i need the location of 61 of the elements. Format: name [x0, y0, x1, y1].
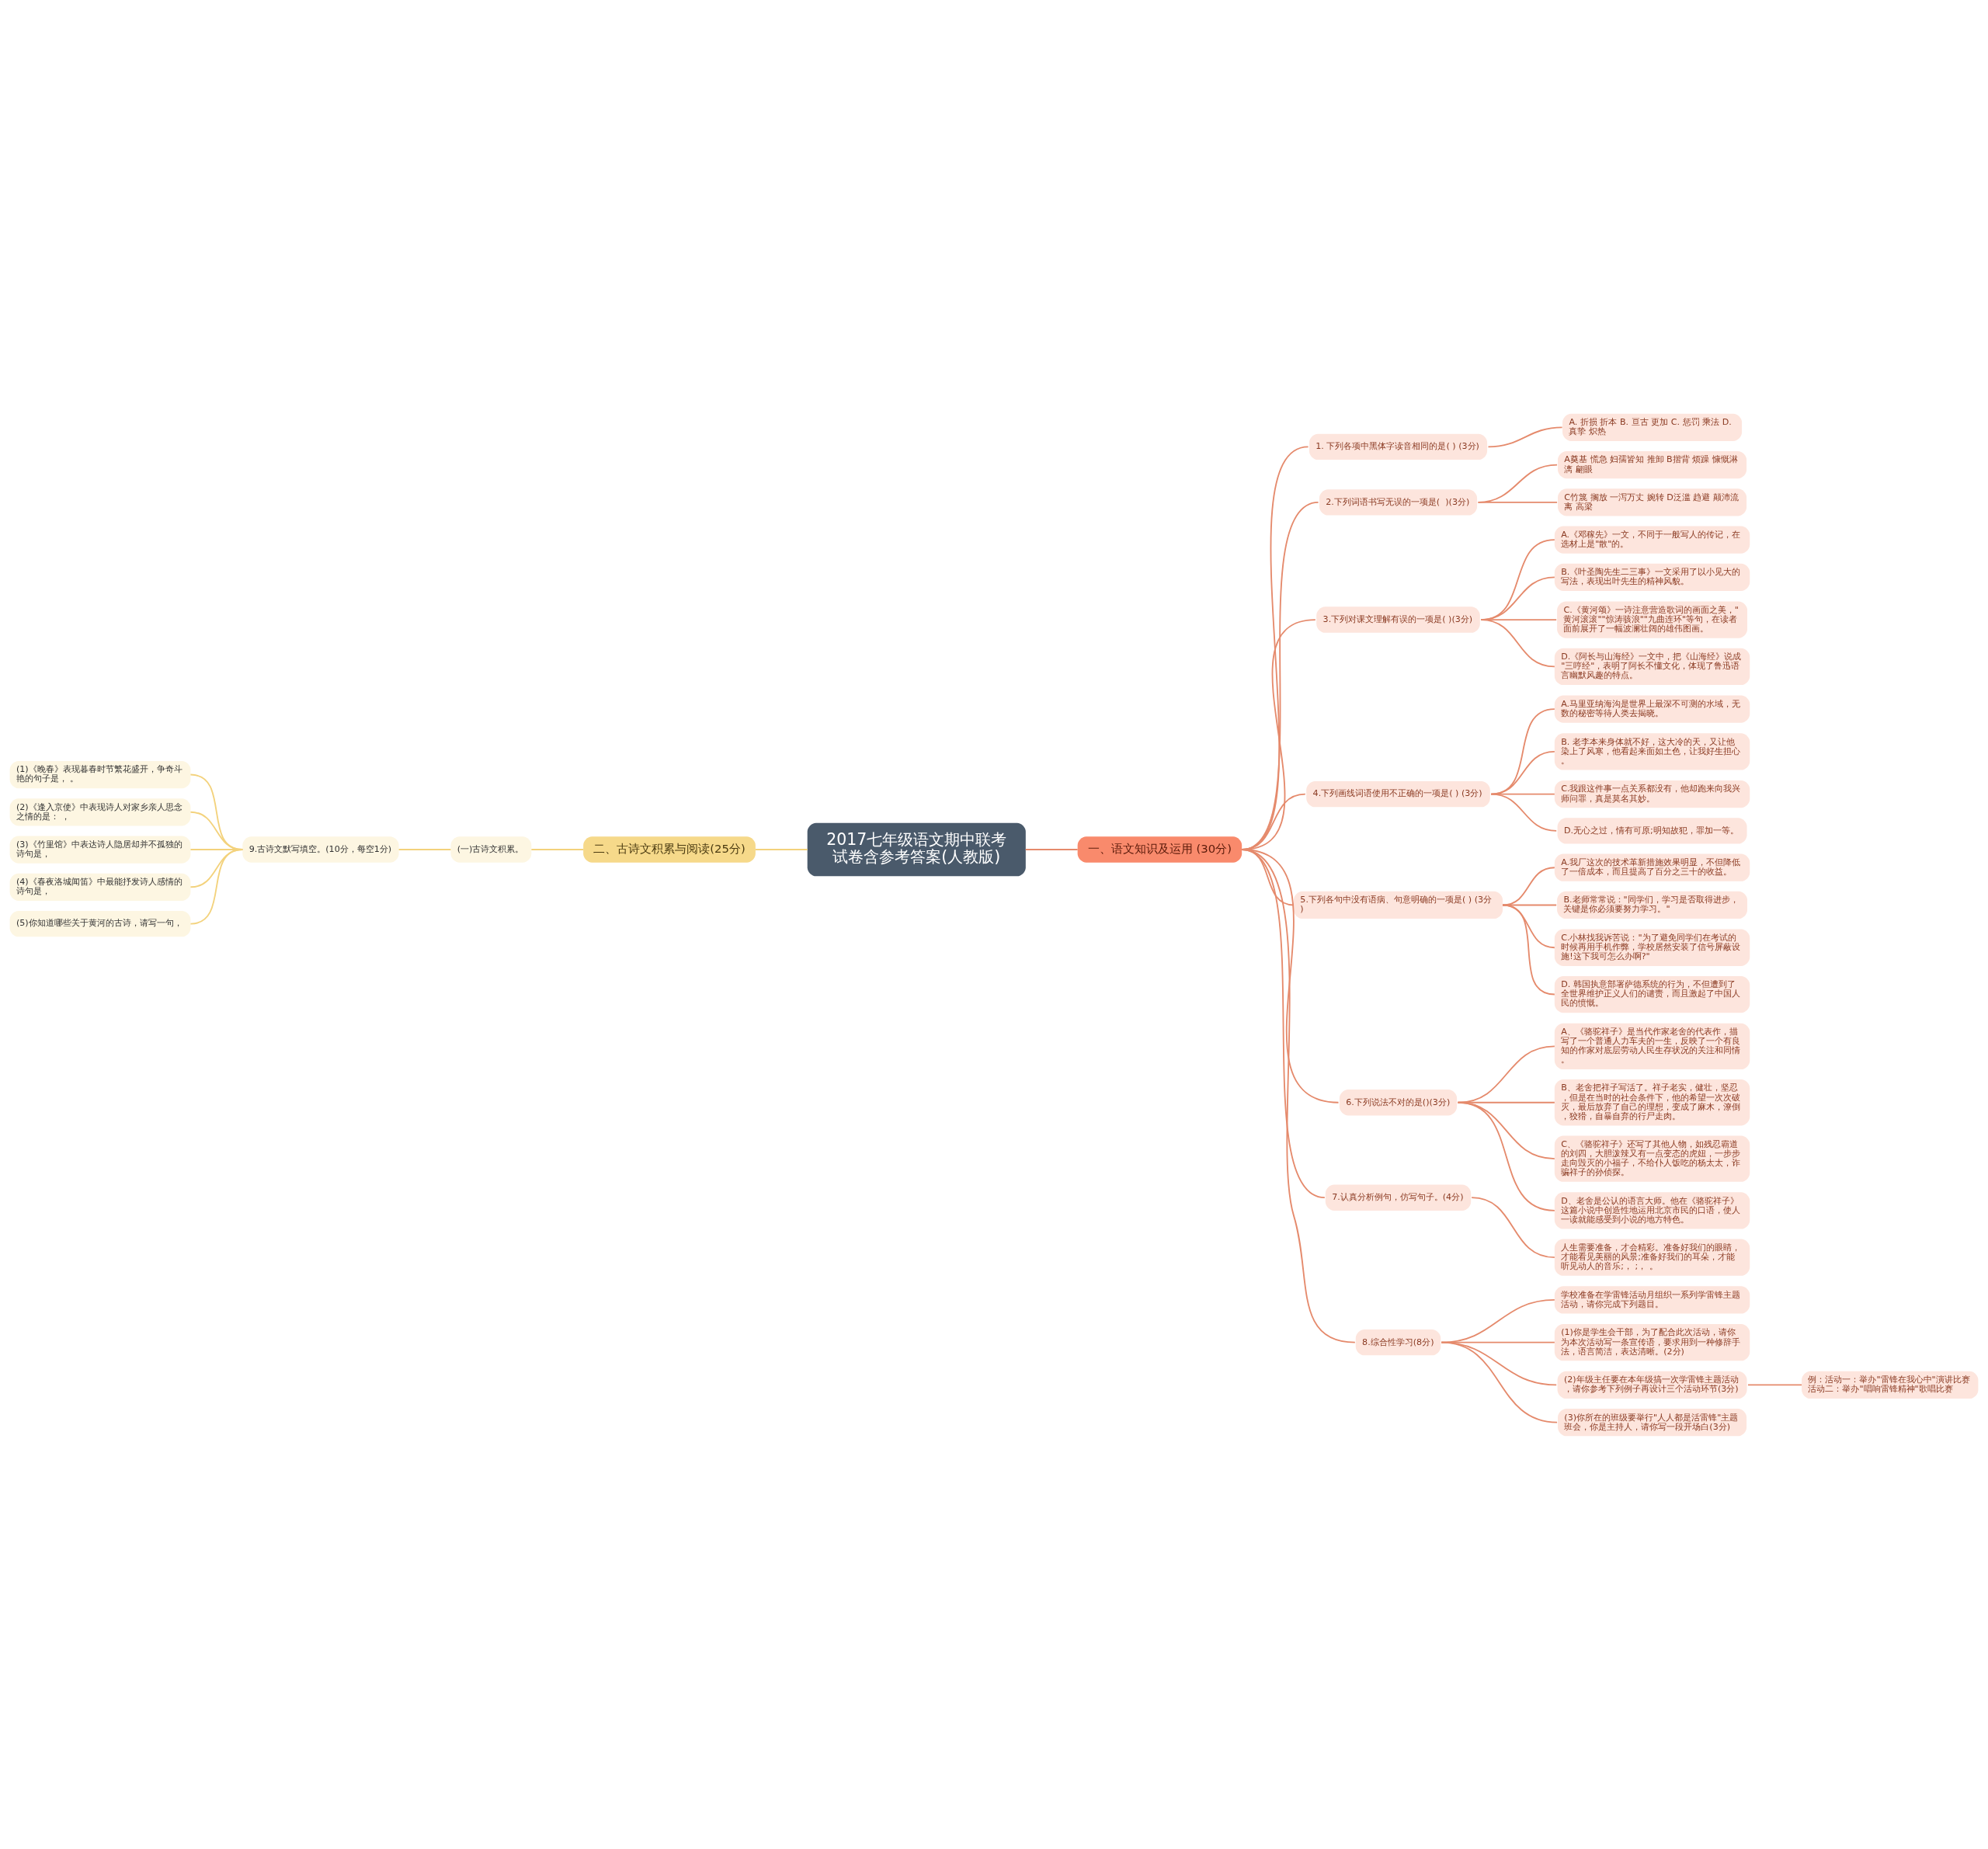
node-box: 9.古诗文默写填空。(10分，每空1分) — [242, 836, 399, 863]
node-box: 二、古诗文积累与阅读(25分) — [583, 836, 756, 863]
connector — [1747, 1384, 1802, 1385]
connector — [1441, 1341, 1558, 1423]
node-box: 2.下列词语书写无误的一项是( )(3分) — [1319, 488, 1478, 516]
connector — [189, 848, 244, 925]
node-box: B. 老李本来身体就不好，这大冷的天，又让他染上了风寒，他看起来面如土色，让我好生担心。 — [1554, 732, 1750, 770]
node-box: 5.下列各句中没有语病、句意明确的一项是( ) (3分 ) — [1293, 891, 1503, 919]
node-box: (一)古诗文积累。 — [450, 836, 532, 863]
node-box: B.老师常常说："同学们，学习是否取得进步，关键是你必须要努力学习。" — [1557, 891, 1748, 919]
node-box: D.无心之过，情有可原;明知故犯，罪加一等。 — [1557, 817, 1747, 844]
connector — [1471, 1196, 1555, 1258]
connector — [1502, 904, 1555, 995]
node-box: A奠基 慌急 妇孺皆知 推卸 B揩背 烦躁 慷慨淋漓 翩眼 — [1558, 450, 1747, 478]
node-box: 例：活动一：举办"雷锋在我心中"演讲比赛 活动二：举办"唱响雷锋精神"歌唱比赛 — [1802, 1371, 1979, 1399]
node-box: 一、语文知识及运用 (30分) — [1077, 836, 1242, 863]
connector — [1502, 904, 1555, 948]
node-box: B.《叶圣陶先生二三事》一文采用了以小见大的写法，表现出叶先生的精神风貌。 — [1554, 563, 1750, 591]
node-box: A.我厂这次的技术革新措施效果明显，不但降低了一倍成本，而且提高了百分之三十的收益。 — [1554, 853, 1750, 881]
node-box: 4.下列画线词语使用不正确的一项是( ) (3分) — [1306, 780, 1490, 807]
node-box: A、《骆驼祥子》是当代作家老舍的代表作，描写了一个普通人力车夫的一生，反映了一个有良知的作家对底层劳动人民生存状况的关注和同情。 — [1554, 1023, 1750, 1069]
node-box: 1. 下列各项中黑体字读音相同的是( ) (3分) — [1309, 433, 1488, 460]
connector — [1490, 793, 1558, 832]
node-box: D. 韩国执意部署萨德系统的行为，不但遭到了全世界维护正义人们的谴责，而且激起了中国人民的愤慨。 — [1554, 975, 1750, 1013]
node-box: 学校准备在学雷锋活动月组织一系列学雷锋主题活动，请你完成下列题目。 — [1554, 1285, 1750, 1314]
node-box: 3.下列对课文理解有误的一项是( )(3分) — [1316, 606, 1480, 633]
node-box: 6.下列说法不对的是()(3分) — [1339, 1089, 1458, 1115]
connector — [1477, 464, 1558, 503]
node-box: D.《阿长与山海经》一文中，把《山海经》说成"三哼经"，表明了阿长不懂文化，体现了鲁迅语言幽默风趣的特点。 — [1554, 648, 1750, 685]
connector — [1502, 866, 1555, 905]
connector — [1241, 848, 1356, 1343]
node-box: C竹篾 搁放 一泻万丈 婉转 D泛滥 趋避 颠沛流离 高梁 — [1558, 488, 1747, 516]
connector — [754, 848, 808, 850]
node-box: C.小林找我诉苦说："为了避免同学们在考试的时候再用手机作弊，学校居然安装了信号屏蔽设施!这下我可怎么办啊?" — [1554, 929, 1750, 966]
node-box: (1)你是学生会干部，为了配合此次活动，请你为本次活动写一条宣传语，要求用到一种修辞手法，语言简洁，表达清晰。(2分) — [1554, 1323, 1750, 1361]
node-box: 7.认真分析例句，仿写句子。(4分) — [1325, 1184, 1472, 1211]
node-box: C、《骆驼祥子》还写了其他人物，如残忍霸道的刘四，大胆泼辣又有一点变态的虎妞，一步步走向毁灭的小福子，不给仆人饭吃的杨太太，诈骗祥子的孙侦探。 — [1554, 1135, 1750, 1182]
node-box: A. 折损 折本 B. 亘古 更加 C. 惩罚 乘法 D. 真挚 炽热 — [1562, 413, 1743, 441]
connector — [1024, 848, 1079, 850]
connector — [530, 848, 585, 850]
node-box: C.《黄河颂》一诗注意营造歌词的画面之美，"黄河滚滚""惊涛骇浪""九曲连环"等句，在读者面前展开了一幅波澜壮阔的雄伟图画。 — [1557, 600, 1748, 638]
node-box: A.马里亚纳海沟是世界上最深不可测的水域，无数的秘密等待人类去揭晓。 — [1554, 695, 1750, 723]
node-box: (3)《竹里馆》中表达诗人隐居却并不孤独的诗句是， — [9, 835, 191, 864]
node-box: C.我跟这件事一点关系都没有，他却跑来向我兴师问罪，真是莫名其妙。 — [1554, 780, 1750, 808]
node-box: D、老舍是公认的语言大师。他在《骆驼祥子》这篇小说中创造性地运用北京市民的口语，使人一读就能感受到小说的地方特色。 — [1554, 1191, 1750, 1229]
node-box: (4)《春夜洛城闻笛》中最能抒发诗人感情的诗句是， — [9, 873, 191, 901]
node-box: B、老舍把祥子写活了。祥子老实，健壮，坚忍，但是在当时的社会条件下，他的希望一次次破灭，最后放弃了自己的理想，变成了麻木，潦倒，狡猾，自暴自弃的行尸走肉。 — [1554, 1079, 1750, 1125]
node-box: (3)你所在的班级要举行"人人都是活雷锋"主题班会，你是主持人，请你写一段开场白(3分) — [1558, 1408, 1747, 1436]
connector — [1477, 501, 1558, 503]
node-box: 人生需要准备，才会精彩。准备好我们的眼睛，才能看见美丽的风景;准备好我们的耳朵，才能听见动人的音乐;， ;， 。 — [1554, 1239, 1750, 1276]
node-box: A.《邓稼先》一文，不同于一般写人的传记，在选材上是"散"的。 — [1554, 525, 1750, 554]
node-box: (2)《逢入京使》中表现诗人对家乡亲人思念之情的是： ， — [9, 798, 191, 825]
connector — [1457, 1101, 1555, 1211]
node-box: 2017七年级语文期中联考试卷含参考答案(人教版) — [807, 822, 1026, 876]
connector — [398, 848, 452, 850]
node-box: 8.综合性学习(8分) — [1355, 1329, 1441, 1355]
node-box: (2)年级主任要在本年级搞一次学雷锋主题活动，请你参考下列例子再设计三个活动环节(3分) — [1557, 1371, 1747, 1399]
node-box: (5)你知道哪些关于黄河的古诗，请写一句， — [9, 910, 191, 937]
connector — [1480, 618, 1555, 667]
connector — [1487, 426, 1563, 447]
node-box: (1)《晚春》表现暮春时节繁花盛开，争奇斗艳的句子是， 。 — [9, 760, 191, 788]
